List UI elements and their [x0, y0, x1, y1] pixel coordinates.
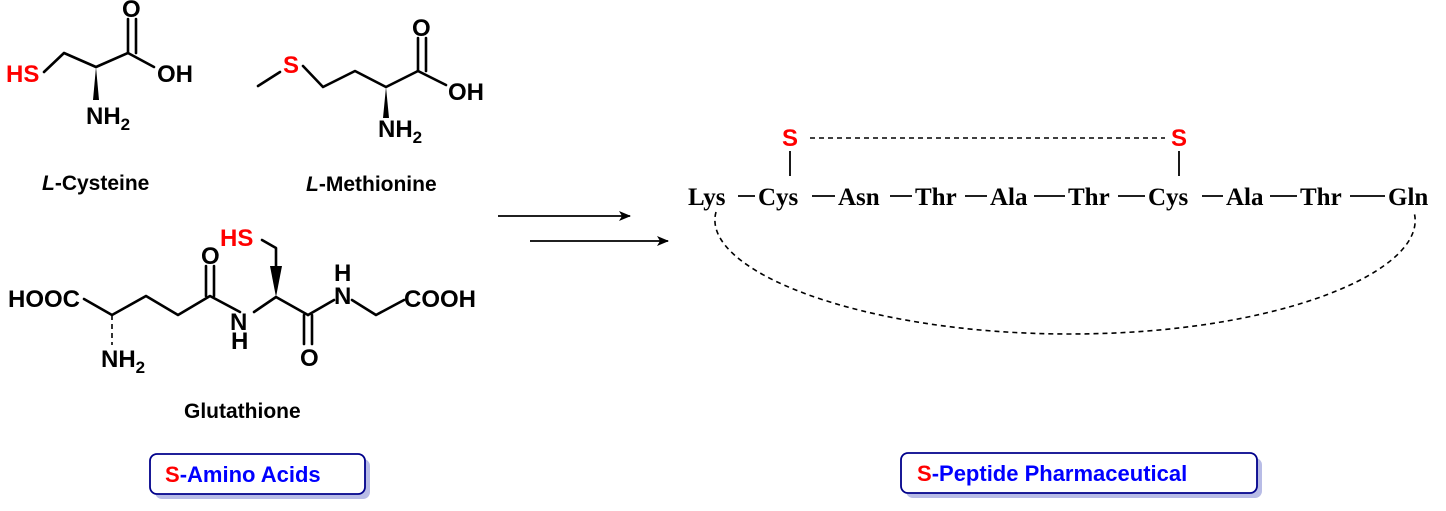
- cysteine-wedge-bond: [93, 67, 99, 100]
- residue-lys-1: Lys: [688, 184, 726, 211]
- peptide-sulfur-1: S: [782, 125, 798, 152]
- residue-gln-10: Gln: [1388, 184, 1428, 211]
- cysteine-backbone-bonds: [42, 51, 130, 74]
- residue-thr-4: Thr: [915, 184, 957, 211]
- cysteine-oh-label: OH: [157, 61, 193, 88]
- glutathione-glu-chain: [82, 294, 242, 317]
- residue-thr-9: Thr: [1300, 184, 1342, 211]
- peptide-structure: S S Lys Cys Asn Thr Ala Thr Cys Ala Thr Gln: [688, 125, 1428, 335]
- glutathione-hooc-label: HOOC: [8, 286, 80, 313]
- glutathione-thiol-label: HS: [220, 225, 253, 252]
- methionine-wedge-bond: [383, 87, 389, 118]
- glutathione-wedge-bond: [270, 266, 282, 297]
- cysteine-name: L-Cysteine: [42, 172, 149, 195]
- peptide-box-label: S-Peptide Pharmaceutical: [917, 461, 1187, 486]
- methionine-nh2-label: NH2: [378, 116, 422, 147]
- residue-thr-6: Thr: [1068, 184, 1110, 211]
- glutathione-cooh-label: COOH: [404, 286, 476, 313]
- glutathione-n1-h: H: [231, 328, 248, 355]
- glutathione-n1-label: N: [230, 309, 247, 336]
- cysteine-nh2-label: NH2: [86, 103, 130, 134]
- cysteine-carbonyl-o: O: [122, 0, 141, 23]
- residue-ala-8: Ala: [1226, 184, 1264, 211]
- glutathione-structure: HOOC O NH2 N H HS O H N COOH Glutathione: [8, 225, 476, 423]
- residue-cys-7: Cys: [1148, 184, 1189, 211]
- glutathione-n2-label: N: [334, 283, 351, 310]
- methionine-c-oh-bond: [416, 69, 448, 87]
- glutathione-c-n2-bond: [306, 298, 336, 317]
- methionine-name: L-Methionine: [306, 173, 437, 196]
- residue-ala-5: Ala: [990, 184, 1028, 211]
- glutathione-name: Glutathione: [184, 400, 301, 423]
- cysteine-thiol-label: HS: [6, 61, 39, 88]
- methionine-structure: S O OH NH2 L-Methionine: [256, 15, 484, 196]
- methionine-chain-bonds: [301, 64, 420, 89]
- cysteine-c-oh-bond: [126, 51, 156, 69]
- amino-acids-box-frame: [149, 453, 366, 495]
- amino-acids-box-label: S-Amino Acids: [165, 462, 321, 487]
- glutathione-amide1-o: O: [201, 243, 220, 270]
- peptide-pharmaceutical-box: S-Peptide Pharmaceutical: [900, 452, 1262, 498]
- glutathione-gly-chain: [350, 298, 406, 317]
- residue-asn-3: Asn: [838, 184, 880, 211]
- amino-acids-box: S-Amino Acids: [149, 453, 370, 499]
- methionine-carbonyl-o: O: [412, 15, 431, 42]
- glutathione-ch2-s-bond: [260, 238, 278, 268]
- residue-chain: Lys Cys Asn Thr Ala Thr Cys Ala Thr Gln: [688, 184, 1428, 211]
- peptide-cyclization-arc: [714, 211, 1416, 335]
- glutathione-amide2-o: O: [300, 345, 319, 372]
- glutathione-nh2-label: NH2: [101, 346, 145, 377]
- glutathione-n2-h: H: [334, 260, 351, 287]
- cysteine-structure: HS O OH NH2 L-Cysteine: [6, 0, 193, 195]
- methionine-methyl-bond: [256, 70, 282, 88]
- glutathione-cys-chain: [252, 295, 310, 317]
- residue-cys-2: Cys: [758, 184, 799, 211]
- methionine-oh-label: OH: [448, 79, 484, 106]
- peptide-sulfur-2: S: [1171, 125, 1187, 152]
- methionine-sulfur-label: S: [283, 52, 299, 79]
- peptide-box-frame: [900, 452, 1258, 494]
